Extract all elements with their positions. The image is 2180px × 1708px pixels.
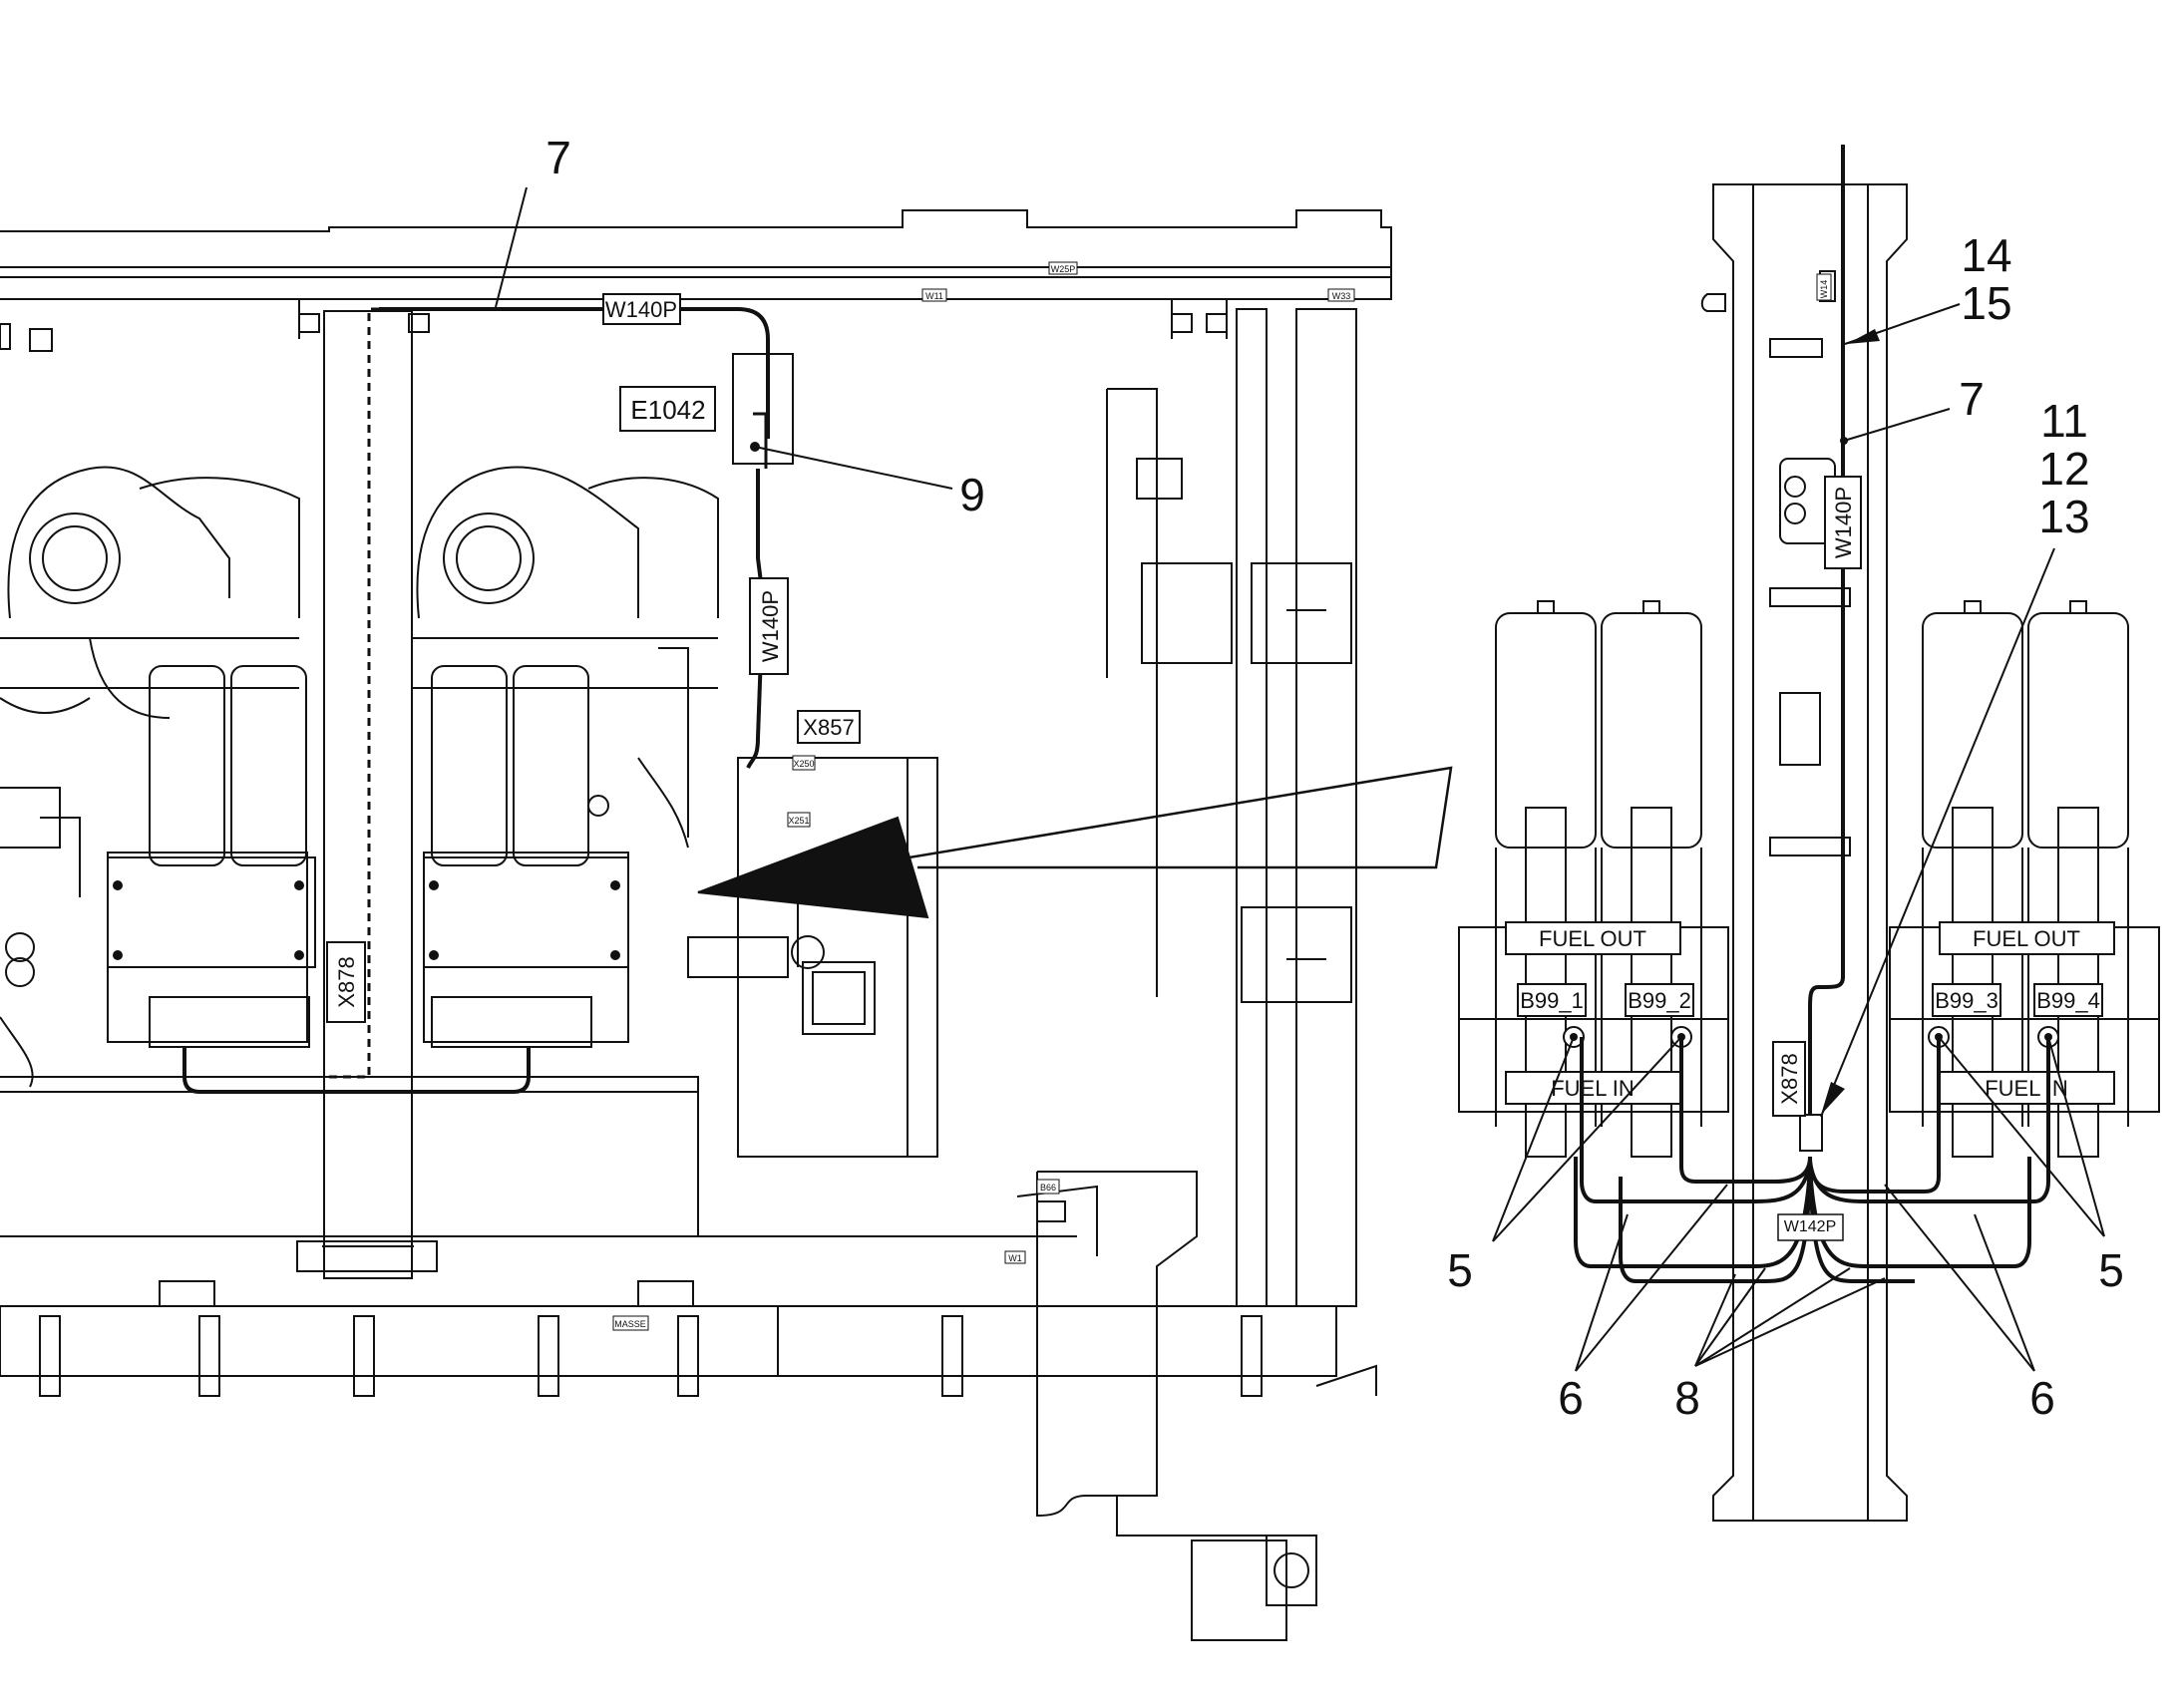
callout-7-left: 7 [495,132,571,308]
svg-text:14: 14 [1961,229,2011,281]
callout-11-12-13: 11 12 13 [1820,395,2090,1118]
svg-text:W11: W11 [925,291,943,301]
callout-5-left: 5 [1447,1036,1682,1296]
svg-text:FUEL IN: FUEL IN [1985,1076,2068,1101]
svg-text:B99_1: B99_1 [1520,988,1584,1013]
svg-text:9: 9 [959,469,985,520]
top-frame-beam [0,209,1392,352]
svg-text:W142P: W142P [1784,1218,1836,1235]
engine-left [0,466,310,1088]
detail-view [1458,183,2160,1522]
tag-x857: X857 [797,710,861,744]
svg-text:12: 12 [2038,443,2089,495]
svg-text:FUEL OUT: FUEL OUT [1973,926,2080,951]
main-view [0,209,1453,1641]
svg-text:6: 6 [2029,1372,2055,1424]
svg-text:5: 5 [1447,1244,1473,1296]
callout-6-right: 6 [1884,1184,2055,1424]
svg-text:B99_3: B99_3 [1935,988,1998,1013]
svg-text:6: 6 [1558,1372,1584,1424]
label-fuel-out-right: FUEL OUT [1939,921,2115,955]
callout-5-right: 5 [1938,1036,2124,1296]
component-e1042-bracket [732,353,794,465]
svg-text:E1042: E1042 [630,395,705,425]
tag-w140p-right: W140P [1824,476,1862,569]
tag-x878-left: X878 [326,941,366,1023]
tag-w142p: W142P [1777,1213,1844,1241]
svg-text:W1: W1 [1008,1253,1022,1263]
tag-x878-right: X878 [1772,1041,1806,1117]
svg-text:FUEL IN: FUEL IN [1551,1076,1635,1101]
svg-text:15: 15 [1961,277,2011,329]
callout-8: 8 [1674,1267,1886,1424]
center-column [296,310,438,1279]
svg-text:X878: X878 [334,956,359,1007]
svg-text:13: 13 [2038,491,2089,542]
callout-7-right: 7 [1840,373,1985,445]
label-fuel-out-left: FUEL OUT [1505,921,1681,955]
svg-text:FUEL OUT: FUEL OUT [1539,926,1646,951]
tag-w140p-top: W140P [602,293,681,325]
svg-text:B99_4: B99_4 [2036,988,2100,1013]
svg-text:11: 11 [2040,395,2088,447]
sensor-b99-1: B99_1 [1517,983,1587,1048]
engine-right [412,466,719,1048]
callout-14-15: 14 15 [1844,229,2012,345]
svg-text:X251: X251 [788,816,809,826]
svg-text:B99_2: B99_2 [1628,988,1691,1013]
svg-text:W14: W14 [1819,280,1829,299]
svg-text:W33: W33 [1332,291,1351,301]
svg-text:W140P: W140P [605,297,677,322]
svg-text:X250: X250 [793,759,814,769]
tag-e1042: E1042 [619,386,716,432]
svg-text:X857: X857 [803,715,854,740]
callout-9: 9 [754,446,985,520]
zoom-wedge [697,766,1453,919]
small-tags-left [612,261,1355,1331]
svg-text:W140P: W140P [1831,487,1856,558]
svg-text:5: 5 [2098,1244,2124,1296]
svg-text:8: 8 [1674,1372,1700,1424]
label-fuel-in-right: FUEL IN [1939,1071,2115,1105]
right-frame [1016,308,1377,1641]
gearbox-housing [687,757,938,1158]
svg-text:X878: X878 [1777,1053,1802,1104]
svg-text:W25P: W25P [1051,264,1076,274]
label-fuel-in-left: FUEL IN [1505,1071,1681,1105]
tag-w14: W14 [1816,273,1832,301]
lower-frame [0,1076,1337,1397]
svg-text:W140P: W140P [758,590,783,662]
svg-text:MASSE: MASSE [614,1319,646,1329]
filter-plates-left [107,856,629,968]
svg-text:7: 7 [545,132,571,183]
sensor-b99-4: B99_4 [2033,983,2103,1048]
sensor-b99-2: B99_2 [1625,983,1694,1048]
small-tag-texts: W11 W25P W33 X250 X251 B66 W1 MASSE [614,264,1350,1329]
tag-w140p-vertical: W140P [749,577,789,675]
svg-text:B66: B66 [1040,1183,1056,1193]
callout-6-left: 6 [1558,1184,1728,1424]
svg-text:7: 7 [1959,373,1985,425]
harness-w140p-left [182,307,770,1094]
